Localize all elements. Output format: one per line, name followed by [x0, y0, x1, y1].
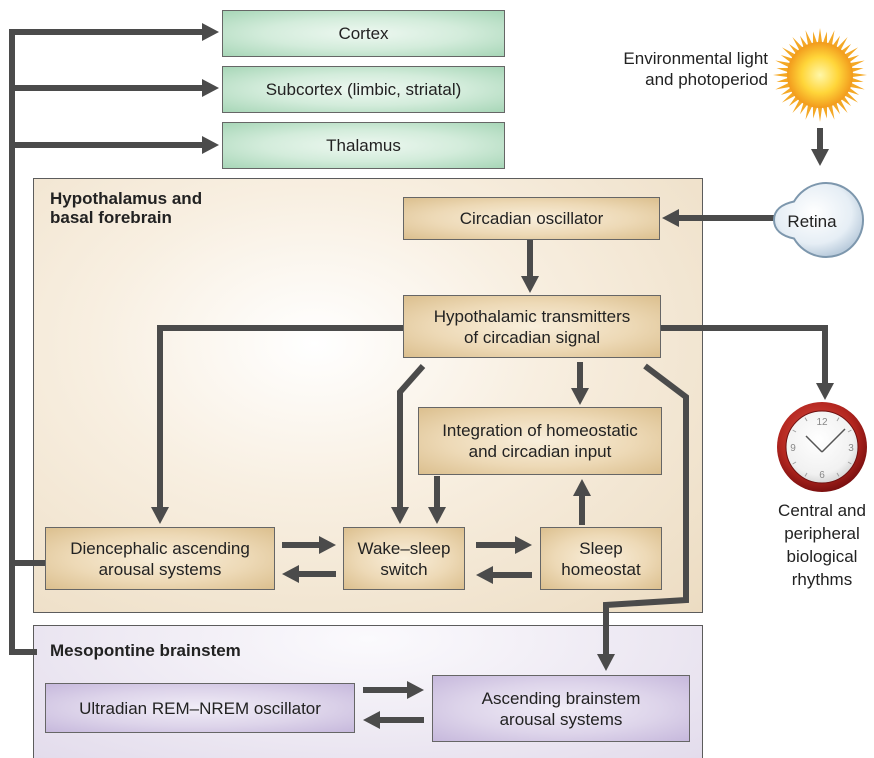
- sun-ray: [848, 60, 865, 68]
- sun-ray: [850, 77, 864, 83]
- eye-icon: Retina: [772, 182, 864, 258]
- thalamus-label: Thalamus: [326, 136, 401, 155]
- clock-tick: [847, 461, 852, 465]
- clock-numeral: 12: [816, 417, 828, 428]
- integration-line: and circadian input: [468, 442, 612, 461]
- sun-ray: [817, 105, 823, 122]
- clock-tick: [792, 429, 797, 433]
- sun-ray: [812, 31, 818, 45]
- integration-line: Integration of homeostatic: [442, 421, 638, 440]
- environment-line: and photoperiod: [645, 70, 768, 89]
- sun-ray: [805, 103, 813, 120]
- left-spine-line: [9, 29, 37, 655]
- sun-ray: [775, 82, 792, 90]
- sun-ray: [850, 67, 864, 73]
- clock-hour-hand: [805, 435, 823, 453]
- hypothalamic-transmitters-box: Hypothalamic transmitters of circadian s…: [403, 295, 661, 358]
- sun-ray: [850, 72, 867, 78]
- sun-ray: [827, 30, 835, 47]
- clock-tick: [804, 472, 808, 477]
- ascending-brainstem-box: Ascending brainstem arousal systems: [432, 675, 690, 742]
- sun-ray: [782, 47, 797, 59]
- transmitters-line: Hypothalamic transmitters: [433, 306, 631, 326]
- sun-ray: [805, 30, 813, 47]
- clock-tick: [804, 417, 808, 422]
- hypothalamus-title-line: Hypothalamus and: [50, 189, 203, 208]
- sun-ray: [822, 31, 828, 45]
- arrow-transmitters-to-brainstem: [597, 363, 689, 671]
- ascending-line: Ascending brainstem: [481, 688, 641, 708]
- sun-icon: [773, 28, 867, 122]
- clock-icon: 12 3 6 9: [777, 402, 867, 492]
- integration-box: Integration of homeostatic and circadian…: [418, 407, 662, 475]
- sun-ray: [812, 105, 818, 119]
- rhythms-line: Central and: [778, 501, 866, 520]
- subcortex-label: Subcortex (limbic, striatal): [265, 80, 462, 99]
- sun-ray: [817, 28, 823, 45]
- sun-ray: [843, 91, 858, 103]
- diencephalic-line: arousal systems: [98, 559, 222, 579]
- sun-ray: [792, 37, 804, 52]
- sun-ray: [792, 98, 804, 113]
- rhythms-line: peripheral: [784, 524, 860, 543]
- transmitters-line: of circadian signal: [463, 327, 601, 347]
- clock-tick: [836, 417, 840, 422]
- ultradian-label: Ultradian REM–NREM oscillator: [79, 698, 321, 718]
- sun-ray: [775, 60, 792, 68]
- sleep-homeostat-line: homeostat: [561, 559, 641, 579]
- rhythms-line: biological: [786, 547, 858, 566]
- wake-sleep-line: switch: [380, 559, 428, 579]
- subcortex-box: Subcortex (limbic, striatal): [222, 66, 505, 113]
- circadian-oscillator-box: Circadian oscillator: [403, 197, 660, 240]
- sun-ray: [836, 37, 848, 52]
- wake-sleep-line: Wake–sleep: [357, 538, 451, 558]
- cortex-label: Cortex: [338, 24, 389, 43]
- wake-sleep-switch-box: Wake–sleep switch: [343, 527, 465, 590]
- retina-label: Retina: [787, 212, 837, 231]
- environment-line: Environmental light: [623, 49, 768, 68]
- sleep-homeostat-box: Sleep homeostat: [540, 527, 662, 590]
- sun-ray: [776, 77, 790, 83]
- ascending-line: arousal systems: [499, 709, 623, 729]
- mesopontine-title-text: Mesopontine brainstem: [50, 641, 241, 660]
- clock-tick: [836, 472, 840, 477]
- sun-ray: [827, 103, 835, 120]
- diencephalic-line: Diencephalic ascending: [70, 538, 250, 558]
- rhythms-label: Central and peripheral biological rhythm…: [772, 499, 872, 591]
- sleep-homeostat-line: Sleep: [579, 538, 623, 558]
- arrow-transmitters-to-diencephalic: [151, 325, 403, 524]
- sun-ray: [782, 91, 797, 103]
- clock-tick: [847, 429, 852, 433]
- mesopontine-title: Mesopontine brainstem: [50, 641, 241, 660]
- clock-tick: [792, 461, 797, 465]
- arrow-transmitters-to-wake-sleep: [391, 364, 426, 524]
- sun-ray: [836, 98, 848, 113]
- cortex-box: Cortex: [222, 10, 505, 57]
- clock-minute-hand: [821, 428, 846, 453]
- sun-ray: [773, 72, 790, 78]
- thalamus-box: Thalamus: [222, 122, 505, 169]
- eyeball-shape: [772, 182, 864, 258]
- sun-ray: [776, 67, 790, 73]
- sun-ray: [843, 47, 858, 59]
- clock-face: [785, 410, 859, 484]
- sun-ray: [822, 105, 828, 119]
- hypothalamus-title: Hypothalamus and basal forebrain: [50, 189, 202, 227]
- rhythms-line: rhythms: [791, 570, 853, 589]
- hypothalamus-title-line: basal forebrain: [50, 208, 172, 227]
- ultradian-oscillator-box: Ultradian REM–NREM oscillator: [45, 683, 355, 733]
- clock-numeral: 3: [848, 443, 854, 454]
- environment-label: Environmental light and photoperiod: [623, 48, 768, 90]
- clock-numeral: 6: [819, 470, 825, 481]
- diencephalic-box: Diencephalic ascending arousal systems: [45, 527, 275, 590]
- clock-numeral: 9: [790, 443, 796, 454]
- sun-ray: [848, 82, 865, 90]
- sun-disc: [787, 42, 853, 108]
- circadian-oscillator-label: Circadian oscillator: [459, 209, 604, 228]
- arrow-transmitters-to-rhythms: [661, 325, 834, 400]
